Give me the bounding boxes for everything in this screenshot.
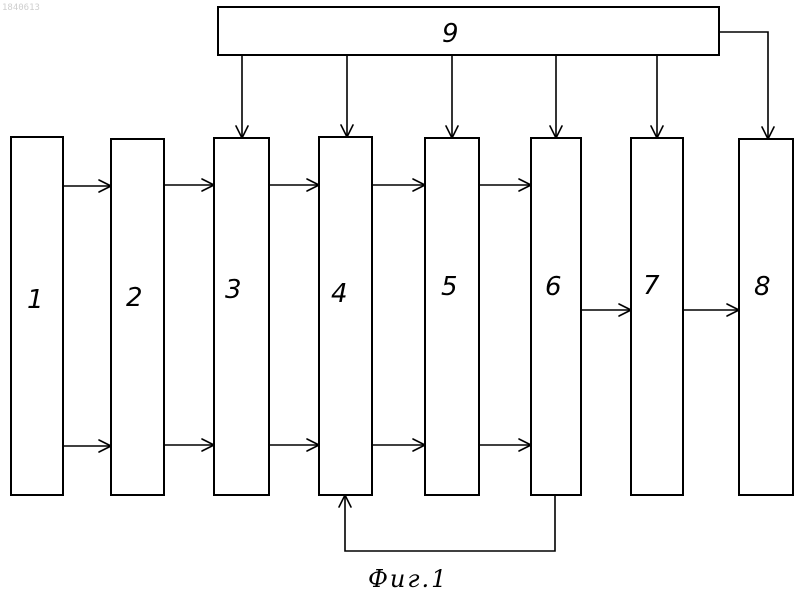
arrow-6-to-4-feedback — [339, 495, 555, 551]
arrow-5-to-6-lower — [479, 439, 531, 451]
block-6: 6 — [531, 138, 581, 495]
block-8: 8 — [739, 139, 793, 495]
arrow-9-to-4 — [341, 55, 353, 137]
arrow-3-to-4-lower — [269, 439, 319, 451]
block-2: 2 — [111, 139, 164, 495]
block-label-7: 7 — [643, 271, 660, 301]
arrow-4-to-5-lower — [372, 439, 425, 451]
block-label-9: 9 — [442, 19, 459, 49]
arrow-1-to-2-upper — [63, 180, 111, 192]
arrow-3-to-4-upper — [269, 179, 319, 191]
watermark-text: 1840613 — [2, 3, 40, 13]
block-7: 7 — [631, 138, 683, 495]
block-label-6: 6 — [545, 272, 562, 302]
arrow-2-to-3-lower — [164, 439, 214, 451]
block-4: 4 — [319, 137, 372, 495]
block-label-5: 5 — [441, 272, 458, 302]
figure-caption: Фиг.1 — [368, 565, 448, 593]
block-3: 3 — [214, 138, 269, 495]
block-label-8: 8 — [754, 272, 771, 302]
arrow-9-to-6 — [550, 55, 562, 138]
block-label-1: 1 — [27, 285, 44, 315]
block-label-4: 4 — [331, 279, 348, 309]
arrow-5-to-6-upper — [479, 179, 531, 191]
arrow-4-to-5-upper — [372, 179, 425, 191]
arrow-9-to-8 — [719, 32, 774, 139]
block-1: 1 — [11, 137, 63, 495]
arrow-9-to-5 — [446, 55, 458, 138]
arrow-1-to-2-lower — [63, 440, 111, 452]
arrow-9-to-3 — [236, 55, 248, 138]
block-9: 9 — [218, 7, 719, 55]
arrow-9-to-7 — [651, 55, 663, 138]
block-label-3: 3 — [225, 275, 242, 305]
block-5: 5 — [425, 138, 479, 495]
arrow-2-to-3-upper — [164, 179, 214, 191]
block-label-2: 2 — [126, 283, 143, 313]
arrow-6-to-7 — [581, 304, 631, 316]
arrow-7-to-8 — [683, 304, 739, 316]
